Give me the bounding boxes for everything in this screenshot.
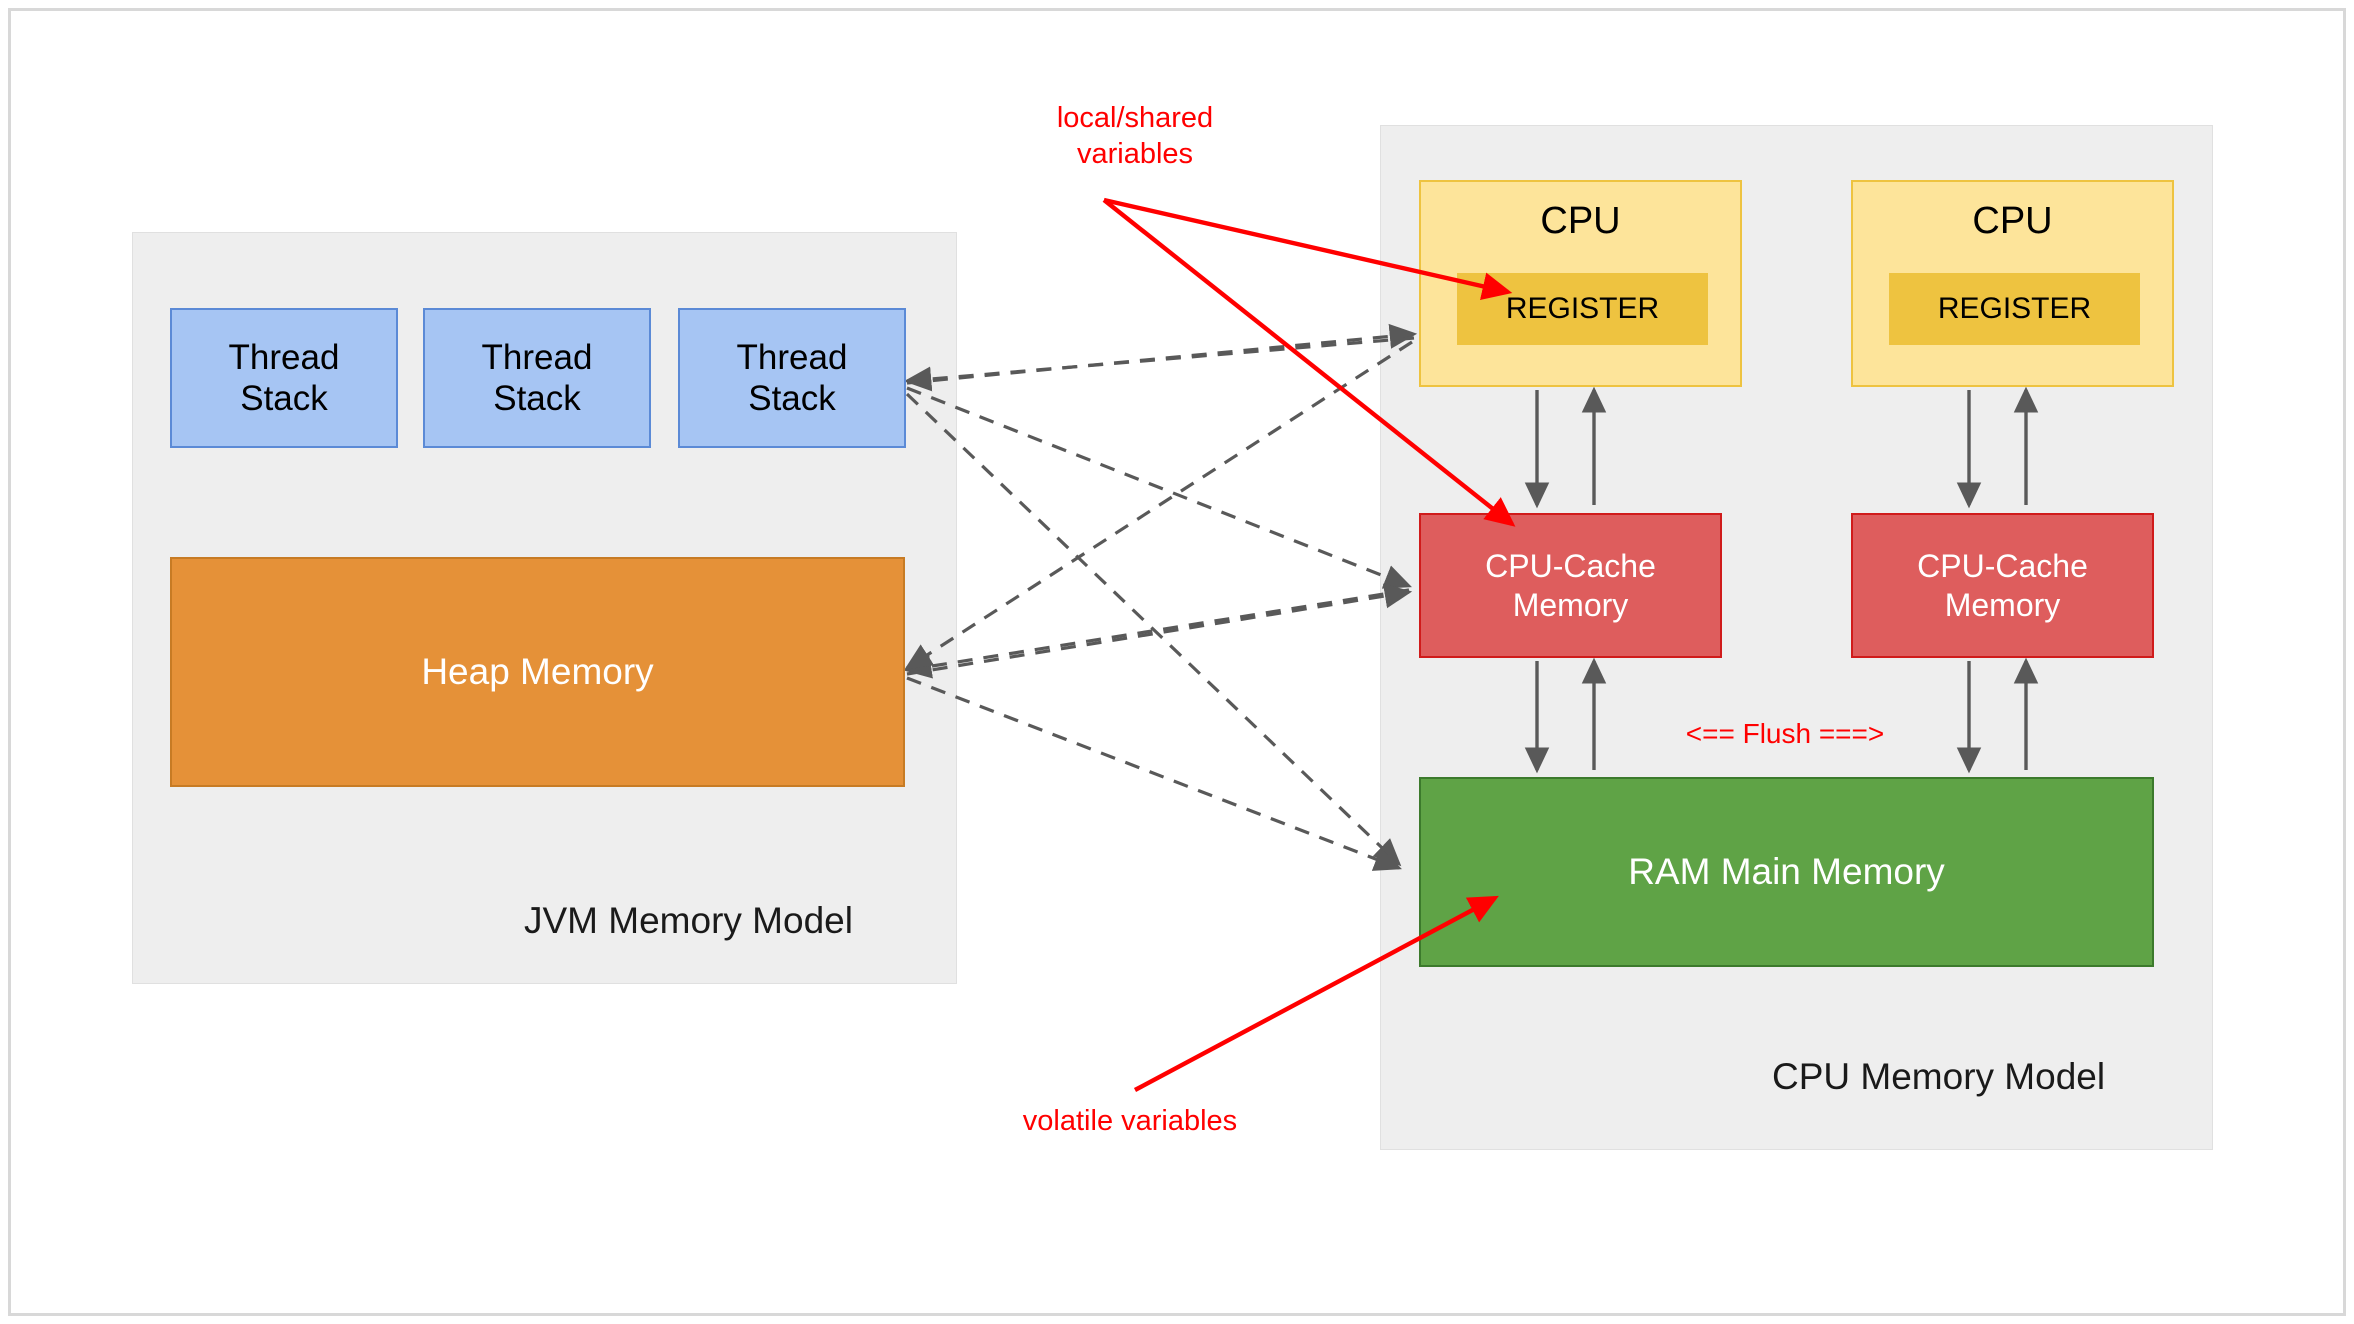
annotation-volatile-variables: volatile variables [1022, 1105, 1238, 1137]
jvm-memory-model-title: JVM Memory Model [524, 900, 853, 941]
annotation-flush-label: <== Flush ===> [1685, 718, 1885, 749]
cpu-core-box[interactable]: CPU REGISTER [1419, 180, 1742, 387]
cpu-cache-label: CPU-Cache Memory [1485, 548, 1656, 623]
thread-stack-label: Thread Stack [736, 337, 848, 418]
cpu-label: CPU [1540, 200, 1621, 242]
register-box[interactable]: REGISTER [1889, 273, 2140, 345]
cpu-cache-memory-box[interactable]: CPU-Cache Memory [1419, 513, 1722, 658]
cpu-memory-model-title: CPU Memory Model [1772, 1056, 2106, 1097]
register-box[interactable]: REGISTER [1457, 273, 1708, 345]
heap-memory-label: Heap Memory [421, 651, 654, 693]
cpu-core-box[interactable]: CPU REGISTER [1851, 180, 2174, 387]
ram-main-memory-box[interactable]: RAM Main Memory [1419, 777, 2154, 967]
register-label: REGISTER [1937, 292, 2092, 325]
thread-stack-label: Thread Stack [228, 337, 340, 418]
thread-stack-box[interactable]: Thread Stack [423, 308, 651, 448]
heap-memory-box[interactable]: Heap Memory [170, 557, 905, 787]
thread-stack-box[interactable]: Thread Stack [170, 308, 398, 448]
register-label: REGISTER [1505, 292, 1660, 325]
annotation-local-shared-variables: local/shared variables [1056, 102, 1214, 171]
ram-main-memory-label: RAM Main Memory [1628, 851, 1945, 892]
cpu-label: CPU [1972, 200, 2053, 242]
cpu-cache-label: CPU-Cache Memory [1917, 548, 2088, 623]
cpu-cache-memory-box[interactable]: CPU-Cache Memory [1851, 513, 2154, 658]
thread-stack-box[interactable]: Thread Stack [678, 308, 906, 448]
thread-stack-label: Thread Stack [481, 337, 593, 418]
